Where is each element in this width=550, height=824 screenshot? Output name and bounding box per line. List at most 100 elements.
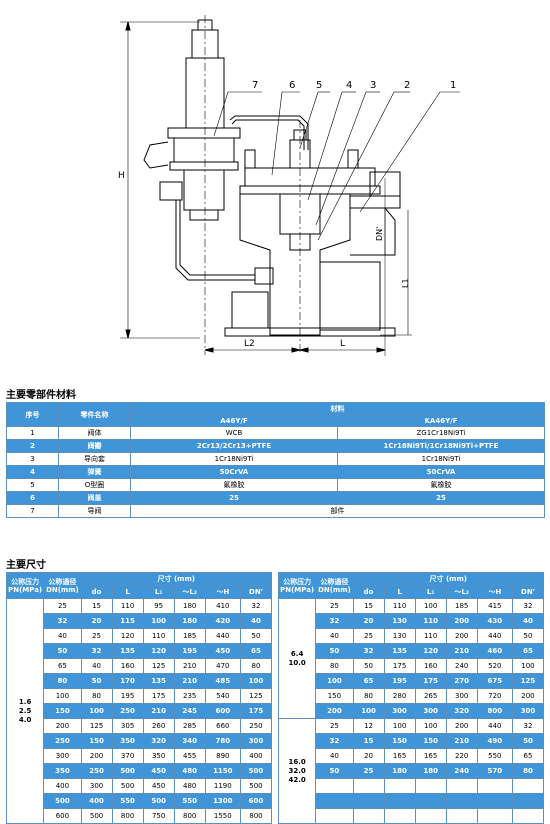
table-cell: 170: [111, 673, 144, 689]
cell-no: 3: [6, 452, 59, 466]
table-row: 2 阀瓣 2Cr13/2Cr13+PTFE 1Cr18Ni9Ti/1Cr18Ni…: [6, 439, 545, 453]
table-cell: 130: [383, 613, 416, 629]
table-cell: 450: [142, 763, 175, 779]
table-cell: 200: [80, 748, 113, 764]
table-cell: 400: [43, 778, 82, 794]
dim-dn: DN': [375, 227, 384, 241]
table-cell: 265: [414, 688, 447, 704]
valve-drawing: 7 6 5 4 3 2 1 H DN' L1 L2 L: [118, 15, 460, 356]
cell-a: 2Cr13/2Cr13+PTFE: [130, 439, 338, 453]
table-row: 1 阀体 WCB ZG1Cr18Ni9Ti: [6, 426, 545, 440]
cell-name: 弹簧: [58, 465, 131, 479]
table-cell: 180: [173, 598, 206, 614]
table-cell: 12: [352, 718, 385, 734]
cell-no: 4: [6, 465, 59, 479]
table-cell: [352, 793, 385, 809]
table-cell: [476, 808, 513, 824]
table-cell: 350: [111, 733, 144, 749]
cell-ka: 氟橡胶: [337, 478, 545, 492]
table-cell: 175: [239, 703, 273, 719]
callout-6: 6: [289, 80, 295, 91]
table-cell: 125: [80, 718, 113, 734]
table-cell: 40: [80, 658, 113, 674]
table-row: 7 导阀 部件: [6, 504, 545, 518]
table-cell: 500: [142, 793, 175, 809]
table-cell: [383, 808, 416, 824]
cell-a: 25: [130, 491, 338, 505]
header-dnp: DN': [511, 585, 545, 599]
table-cell: 40: [239, 613, 273, 629]
table-cell: [476, 793, 513, 809]
table-cell: 80: [239, 658, 273, 674]
table-cell: 180: [383, 763, 416, 779]
table-cell: [511, 793, 545, 809]
table-cell: 470: [204, 658, 241, 674]
table-cell: 300: [80, 778, 113, 794]
cell-no: 7: [6, 504, 59, 518]
table-cell: 235: [173, 688, 206, 704]
header-pn: 公称压力 PN(MPa): [277, 572, 317, 599]
cell-name: 阀体: [58, 426, 131, 440]
table-cell: 25: [315, 598, 354, 614]
table-cell: [414, 778, 447, 794]
table-cell: 65: [43, 658, 82, 674]
table-cell: 150: [315, 688, 354, 704]
cell-name: 阀瓣: [58, 439, 131, 453]
table-cell: 100: [239, 673, 273, 689]
header-l2: ～L₂: [445, 585, 478, 599]
table-cell: 200: [445, 628, 478, 644]
cell-merged: 部件: [130, 504, 545, 518]
header-size: 尺寸 (mm): [352, 572, 545, 586]
table-cell: 890: [204, 748, 241, 764]
table-cell: 460: [476, 643, 513, 659]
table-cell: 450: [142, 778, 175, 794]
table-cell: 50: [80, 673, 113, 689]
table-cell: 80: [315, 658, 354, 674]
table-cell: 20: [80, 613, 113, 629]
table-cell: 15: [352, 598, 385, 614]
table-cell: 450: [204, 643, 241, 659]
pressure-value: 1.6: [18, 697, 32, 706]
header-do: do: [352, 585, 385, 599]
cell-name: 导向套: [58, 452, 131, 466]
table-cell: 32: [511, 718, 545, 734]
table-cell: 120: [142, 643, 175, 659]
table-cell: 1150: [204, 763, 241, 779]
pressure-value: 32.0: [288, 766, 306, 775]
callout-7: 7: [252, 80, 258, 91]
table-cell: 180: [414, 763, 447, 779]
table-cell: 150: [80, 733, 113, 749]
cell-ka: 25: [337, 491, 545, 505]
table-cell: 32: [43, 613, 82, 629]
dim-l1: L1: [401, 278, 410, 288]
pressure-value: 42.0: [288, 775, 306, 784]
materials-table: 序号 零件名称 材料 A46Y/F KA46Y/F 1 阀体 WCB ZG1Cr…: [6, 402, 545, 518]
header-dnp: DN': [239, 585, 273, 599]
header-dn: 公称通径 DN(mm): [315, 572, 354, 599]
cell-ka: 50CrVA: [337, 465, 545, 479]
callout-3: 3: [370, 80, 376, 91]
cell-a: 氟橡胶: [130, 478, 338, 492]
table-cell: 25: [352, 628, 385, 644]
table-cell: 350: [43, 763, 82, 779]
table-cell: 65: [511, 748, 545, 764]
table-cell: 660: [204, 718, 241, 734]
table-cell: 430: [476, 613, 513, 629]
table-row: 4 弹簧 50CrVA 50CrVA: [6, 465, 545, 479]
table-cell: 50: [511, 628, 545, 644]
table-cell: 600: [239, 793, 273, 809]
cell-ka: 1Cr18Ni9Ti: [337, 452, 545, 466]
header-name: 零件名称: [58, 402, 131, 427]
table-cell: 415: [476, 598, 513, 614]
table-row: 3 导向套 1Cr18Ni9Ti 1Cr18Ni9Ti: [6, 452, 545, 466]
